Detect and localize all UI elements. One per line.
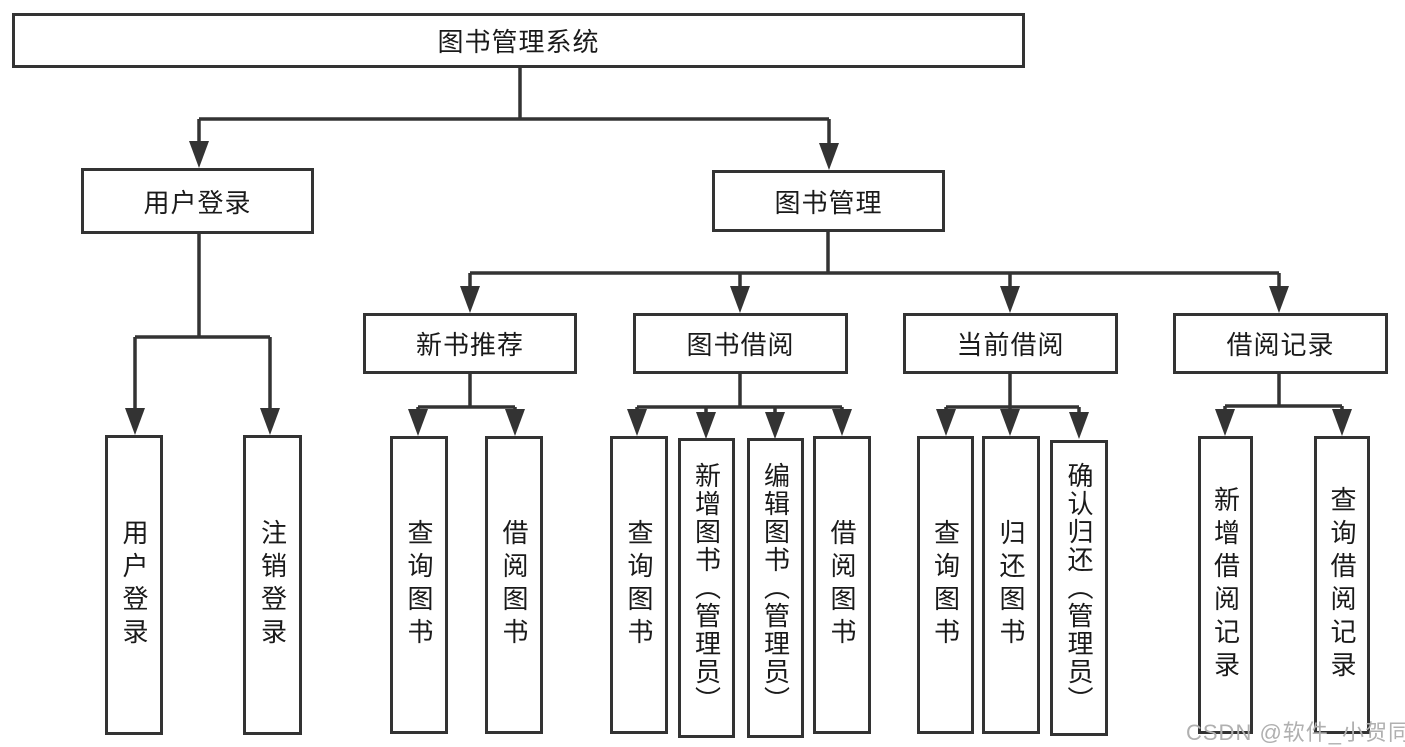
node-root-label: 图书管理系统	[437, 27, 600, 57]
leaf-add-book-admin: 新增图书（管理员）	[678, 438, 735, 738]
leaf-query-borrow-record: 查询借阅记录	[1314, 436, 1370, 734]
leaf-confirm-return-admin-label: 确认归还（管理员）	[1064, 462, 1094, 714]
leaf-borrow-books-recommend: 借阅图书	[485, 436, 543, 734]
leaf-add-borrow-record-label: 新增借阅记录	[1210, 486, 1241, 684]
node-current-borrow-label: 当前借阅	[956, 330, 1065, 360]
leaf-logout: 注销登录	[243, 435, 302, 735]
leaf-add-borrow-record: 新增借阅记录	[1198, 436, 1253, 734]
node-current-borrow: 当前借阅	[903, 313, 1118, 374]
node-borrow-records-label: 借阅记录	[1226, 330, 1335, 360]
node-book-borrow: 图书借阅	[633, 313, 848, 374]
leaf-return-books: 归还图书	[982, 436, 1040, 734]
node-book-management: 图书管理	[712, 170, 945, 232]
leaf-user-login-label: 用户登录	[119, 519, 149, 651]
leaf-edit-book-admin: 编辑图书（管理员）	[747, 438, 804, 738]
leaf-user-login: 用户登录	[105, 435, 163, 735]
node-user-login-group: 用户登录	[81, 168, 314, 234]
leaf-edit-book-admin-label: 编辑图书（管理员）	[760, 462, 791, 714]
leaf-query-books-borrow-label: 查询图书	[624, 519, 654, 651]
node-user-login-group-label: 用户登录	[143, 187, 252, 218]
leaf-query-books-recommend: 查询图书	[390, 436, 448, 734]
leaf-logout-label: 注销登录	[257, 519, 288, 651]
leaf-query-books-current-label: 查询图书	[930, 519, 961, 651]
leaf-query-books-current: 查询图书	[917, 436, 974, 734]
node-borrow-records: 借阅记录	[1173, 313, 1388, 374]
leaf-add-book-admin-label: 新增图书（管理员）	[691, 462, 722, 714]
node-book-management-label: 图书管理	[774, 187, 883, 218]
leaf-borrow-books: 借阅图书	[813, 436, 871, 734]
leaf-query-books-borrow: 查询图书	[610, 436, 668, 734]
leaf-confirm-return-admin: 确认归还（管理员）	[1050, 440, 1108, 736]
node-root: 图书管理系统	[12, 13, 1025, 68]
leaf-borrow-books-recommend-label: 借阅图书	[499, 519, 529, 651]
leaf-return-books-label: 归还图书	[996, 519, 1026, 651]
leaf-query-books-recommend-label: 查询图书	[404, 519, 434, 651]
node-new-book-recommend-label: 新书推荐	[415, 330, 524, 360]
leaf-query-borrow-record-label: 查询借阅记录	[1327, 486, 1357, 684]
watermark: CSDN @软件_小贺同学	[1186, 720, 1405, 745]
node-new-book-recommend: 新书推荐	[363, 313, 577, 374]
leaf-borrow-books-label: 借阅图书	[827, 519, 857, 651]
node-book-borrow-label: 图书借阅	[686, 330, 795, 360]
